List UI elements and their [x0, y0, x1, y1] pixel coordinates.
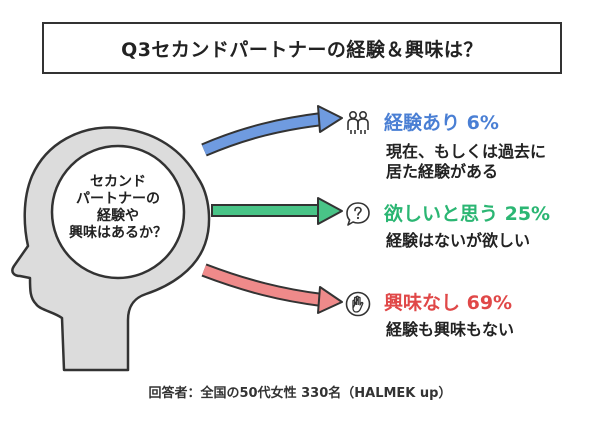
arrow-down	[201, 263, 343, 314]
result-desc-not-interested: 経験も興味もない	[386, 320, 514, 340]
head-line: 経験や	[97, 208, 139, 224]
result-desc-experienced: 現在、もしくは過去に 居た経験がある	[386, 142, 546, 182]
result-title-text: 経験あり 6%	[384, 112, 499, 134]
result-title-text: 欲しいと思う 25%	[384, 203, 551, 225]
head-line: 興味はあるか？	[69, 225, 167, 241]
arrow-up	[201, 105, 343, 157]
result-desc-line: 現在、もしくは過去に	[386, 142, 547, 161]
people-icon	[347, 110, 369, 134]
hand-stop-icon	[345, 291, 371, 317]
result-title-experienced: 経験あり 6%	[384, 108, 499, 135]
result-desc-line: 居た経験がある	[386, 162, 499, 181]
result-desc-line: 経験はないが欲しい	[386, 231, 531, 250]
page-title: Q3セカンドパートナーの経験＆興味は？	[121, 38, 483, 61]
title-box: Q3セカンドパートナーの経験＆興味は？	[42, 22, 562, 74]
result-title-want: 欲しいと思う 25%	[384, 199, 550, 226]
head-line: パートナーの	[76, 191, 160, 207]
source-note: 回答者：全国の50代女性 330名（HALMEK up）	[148, 386, 452, 401]
result-desc-line: 経験も興味もない	[386, 320, 515, 339]
result-title-not-interested: 興味なし 69%	[384, 288, 512, 315]
arrow-right	[211, 197, 343, 225]
head-line: セカンド	[90, 174, 146, 190]
head-question: セカンド パートナーの 経験や 興味はあるか？	[34, 174, 202, 242]
result-desc-want: 経験はないが欲しい	[386, 231, 530, 251]
question-bubble-icon	[346, 202, 370, 226]
result-title-text: 興味なし 69%	[384, 292, 513, 314]
